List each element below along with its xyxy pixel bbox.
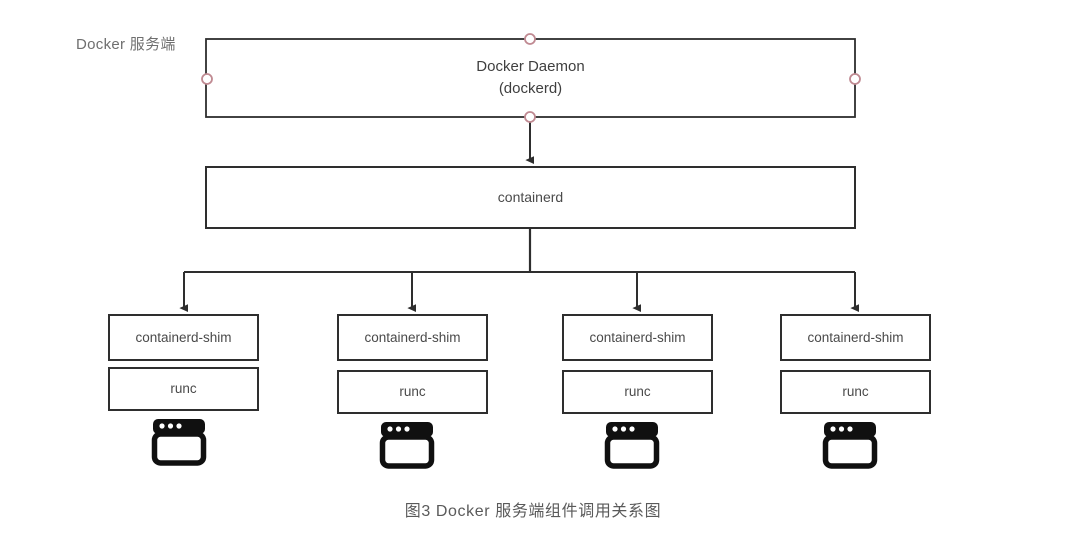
figure-caption: 图3 Docker 服务端组件调用关系图 bbox=[404, 503, 662, 520]
node-box-containerd-shim-1[interactable] bbox=[108, 314, 259, 361]
connectors-group bbox=[179, 117, 860, 313]
node-box-containerd-shim-4[interactable] bbox=[780, 314, 931, 361]
handle-daemon-left[interactable] bbox=[201, 73, 213, 85]
node-box-docker-daemon[interactable] bbox=[205, 38, 856, 118]
node-box-containerd-shim-2[interactable] bbox=[337, 314, 488, 361]
node-box-runc-3[interactable] bbox=[562, 370, 713, 414]
container-window-icon-4 bbox=[822, 422, 878, 469]
container-window-icon-1 bbox=[151, 419, 207, 466]
handle-daemon-right[interactable] bbox=[849, 73, 861, 85]
container-icons-group bbox=[151, 419, 878, 469]
node-box-runc-4[interactable] bbox=[780, 370, 931, 414]
handle-daemon-bottom[interactable] bbox=[524, 111, 536, 123]
container-window-icon-2 bbox=[379, 422, 435, 469]
node-box-runc-1[interactable] bbox=[108, 367, 259, 411]
selection-handles-group bbox=[201, 33, 861, 123]
node-box-containerd[interactable] bbox=[205, 166, 856, 229]
handle-daemon-top[interactable] bbox=[524, 33, 536, 45]
container-window-icon-3 bbox=[604, 422, 660, 469]
node-box-runc-2[interactable] bbox=[337, 370, 488, 414]
docker-server-group-label: Docker 服务端 bbox=[76, 36, 176, 53]
node-boxes-group bbox=[108, 38, 931, 414]
node-box-containerd-shim-3[interactable] bbox=[562, 314, 713, 361]
